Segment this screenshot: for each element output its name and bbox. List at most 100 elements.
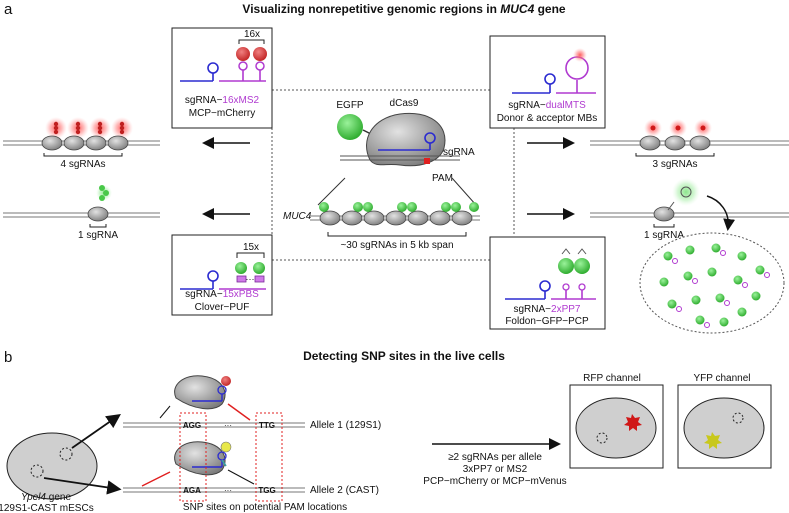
panel-a-title-gene: MUC4 [500,2,534,16]
allele2-seq-right: TGG [258,486,275,495]
mcherry-dot [53,121,59,127]
allele1-seq-left: AGG [183,421,201,430]
nucleosome [639,135,661,151]
foldon-ball [695,315,705,325]
foldon-ball [707,267,717,277]
foldon-ball [715,293,725,303]
foldon-ball [683,271,693,281]
foldon-ball [737,307,747,317]
cells-label: 129S1-CAST mESCs [0,503,94,513]
pbs-line2: Clover−PUF [195,302,250,313]
nucleosome [107,135,129,151]
sgrna-label-dot [451,202,461,212]
panel-a-title-main: Visualizing nonrepetitive genomic region… [242,2,500,16]
nucleosome [85,135,107,151]
pam-label: PAM [432,173,453,184]
pp7-loop [742,282,748,288]
nucleus-cell: Ypel4 gene 129S1-CAST mESCs [0,413,122,513]
foldon-ball [667,299,677,309]
mcherry-dot [119,125,125,131]
sgrna-label-dot [469,202,479,212]
dotted-connectors [271,89,515,261]
nucleosome [664,135,686,151]
nucleosome [689,135,711,151]
mcherry-dot [97,129,103,135]
pp7-loop [724,300,730,306]
nucleosome [385,210,407,226]
method-line3: PCP−mCherry or MCP−mVenus [423,476,566,487]
allele-1: AGG ··· TTG Allele 1 (129S1) [123,375,381,431]
nucleosome [429,210,451,226]
nucleosome [363,210,385,226]
snp-boxes [179,412,283,502]
mcherry-dot [119,121,125,127]
panel-a-letter: a [4,1,13,18]
pp7-loop [692,278,698,284]
allele1-dots: ··· [224,421,232,430]
mcherry-dot [53,129,59,135]
yfp-label: YFP channel [693,373,750,384]
pp7-line2: Foldon−GFP−PCP [505,316,589,327]
nucleosome [41,135,63,151]
mcherry-dot [53,125,59,131]
box-ms2: 16x sgRNA−16xMS2 MCP−mCherry [171,27,273,129]
beacon-dot [650,125,656,131]
box-mts: sgRNA−dualMTS Donor & acceptor MBs [489,35,606,129]
pbs-repeat-label: 15x [243,242,259,253]
pp7-loop [704,322,710,328]
ms2-line2: MCP−mCherry [189,108,255,119]
muc4-label: MUC4 [283,211,312,222]
muc4-chromatin: MUC4 ~30 sgRNAs in 5 kb span [283,202,480,251]
nucleosome [63,135,85,151]
panel-b-letter: b [4,349,12,366]
ms2-line1: sgRNA−16xMS2 [185,95,260,106]
foldon-ball [711,243,721,253]
dcas9-complex: EGFP dCas9 sgRNA PAM [317,98,477,206]
pbs-dots: ··· [246,274,255,284]
nucleosome [451,210,473,226]
sgrna-label-dot [397,202,407,212]
result-pbs: 1 sgRNA [3,185,160,241]
panel-b-title: Detecting SNP sites in the live cells [303,349,505,363]
nucleosome [319,210,341,226]
foldon-ball [737,251,747,261]
box-pbs: ··· 15x sgRNA−15xPBS Clover−PUF [171,234,273,316]
method-block: ≥2 sgRNAs per allele 3xPP7 or MS2 PCP−mC… [423,438,567,487]
method-line2: 3xPP7 or MS2 [463,464,528,475]
mcherry-dot [75,121,81,127]
mcherry-dot [75,125,81,131]
pbs-line1: sgRNA−15xPBS [185,289,259,300]
pp7-loop [764,272,770,278]
allele2-dots: ··· [224,486,232,495]
foldon-ball [691,295,701,305]
method-line1: ≥2 sgRNAs per allele [448,452,542,463]
allele1-seq-right: TTG [259,421,275,430]
gene-label: Ypel4 gene [21,492,71,503]
foldon-ball [663,251,673,261]
sgrna-label-dot [353,202,363,212]
ms2-nucleosomes [41,117,133,151]
mcherry-dot [119,129,125,135]
panel-a-title-tail: gene [534,2,566,16]
foldon-ball [659,277,669,287]
allele-2: AGA ··· TGG Allele 2 (CAST) [123,441,379,496]
result-mts: 3 sgRNAs [590,119,789,170]
ms2-repeat-label: 16x [244,29,260,40]
pbs-result-label: 1 sgRNA [78,230,118,241]
muc4-span-label: ~30 sgRNAs in 5 kb span [340,240,453,251]
beacon-dot [700,125,706,131]
mts-result-label: 3 sgRNAs [652,159,697,170]
result-pp7: 1 sgRNA [590,178,789,241]
rfp-label: RFP channel [583,373,641,384]
pp7-result-label: 1 sgRNA [644,230,684,241]
foldon-ball [685,245,695,255]
pp7-loop [676,306,682,312]
foldon-balls [659,243,770,328]
beacon-dot [675,125,681,131]
mcherry-dot [97,125,103,131]
nucleosome [341,210,363,226]
mts-line2: Donor & acceptor MBs [497,113,598,124]
pp7-loop [672,258,678,264]
egfp-label: EGFP [336,100,364,111]
foldon-ball [733,275,743,285]
